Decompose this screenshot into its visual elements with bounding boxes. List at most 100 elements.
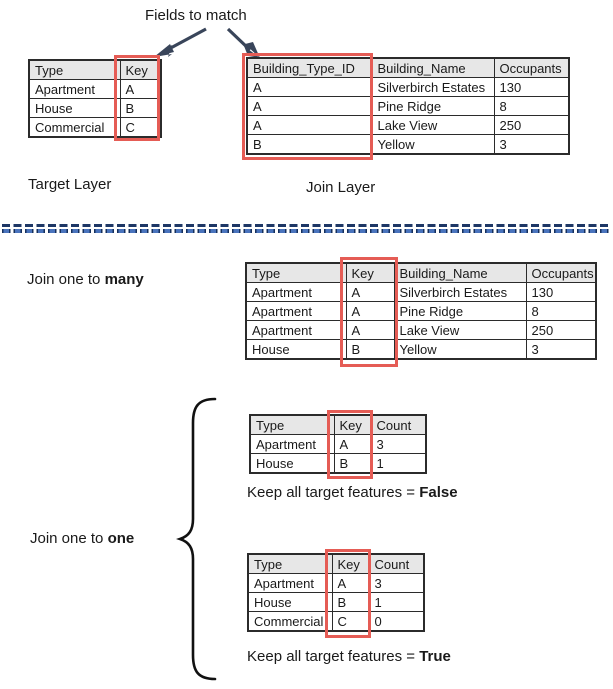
- table-cell: Apartment: [245, 282, 347, 302]
- join-one-to-many-label: Join one to many: [27, 271, 144, 289]
- table-cell: Apartment: [247, 573, 333, 593]
- column-header: Count: [368, 553, 425, 574]
- table-cell: Yellow: [371, 134, 495, 155]
- column-header: Type: [249, 414, 335, 435]
- join-one-to-many-label-prefix: Join one to: [27, 271, 105, 288]
- table-cell: Apartment: [245, 320, 347, 340]
- join-one-to-one-label-prefix: Join one to: [30, 530, 108, 547]
- keep-false-caption: Keep all target features = False: [247, 484, 458, 502]
- table-cell: Apartment: [245, 301, 347, 321]
- table-cell: A: [333, 434, 372, 454]
- fields-to-match-title: Fields to match: [145, 7, 247, 24]
- keep-true-caption: Keep all target features = True: [247, 648, 451, 666]
- table-cell: Lake View: [393, 320, 527, 340]
- section-divider-line: [2, 224, 611, 233]
- table-cell: Silverbirch Estates: [371, 77, 495, 97]
- table-cell: A: [246, 96, 373, 116]
- column-header: Type: [245, 262, 347, 283]
- keep-false-caption-bold: False: [419, 484, 458, 501]
- join-one-to-one-label-bold: one: [107, 530, 135, 547]
- curly-brace-icon: [176, 397, 217, 681]
- target-layer-caption: Target Layer: [28, 176, 112, 193]
- join-layer-caption: Join Layer: [306, 179, 376, 196]
- table-cell: 8: [493, 96, 570, 116]
- keep-false-caption-prefix: Keep all target features =: [247, 484, 420, 501]
- arrow-down-left-icon: [154, 27, 207, 57]
- table-cell: B: [333, 453, 372, 474]
- column-header: Occupants: [525, 262, 597, 283]
- table-cell: 3: [368, 573, 425, 593]
- column-header: Type: [28, 59, 121, 80]
- keep-true-caption-prefix: Keep all target features =: [247, 648, 420, 665]
- table-cell: B: [345, 339, 395, 360]
- table-cell: A: [345, 301, 395, 321]
- table-cell: Commercial: [28, 117, 121, 138]
- column-header: Key: [333, 414, 372, 435]
- table-cell: Pine Ridge: [371, 96, 495, 116]
- table-cell: 0: [368, 611, 425, 632]
- table-cell: B: [331, 592, 370, 612]
- table-cell: 3: [525, 339, 597, 360]
- join-one-to-many-label-bold: many: [104, 271, 144, 288]
- table-cell: 130: [493, 77, 570, 97]
- table-cell: 1: [368, 592, 425, 612]
- column-header: Type: [247, 553, 333, 574]
- table-cell: 130: [525, 282, 597, 302]
- table-cell: Silverbirch Estates: [393, 282, 527, 302]
- table-cell: A: [119, 79, 162, 99]
- table-cell: Commercial: [247, 611, 333, 632]
- table-cell: 3: [493, 134, 570, 155]
- table-cell: House: [247, 592, 333, 612]
- table-cell: C: [119, 117, 162, 138]
- table-cell: House: [28, 98, 121, 118]
- table-cell: A: [345, 282, 395, 302]
- table-cell: Lake View: [371, 115, 495, 135]
- table-cell: 1: [370, 453, 427, 474]
- table-cell: A: [246, 115, 373, 135]
- table-cell: A: [331, 573, 370, 593]
- table-cell: House: [249, 453, 335, 474]
- table-cell: B: [246, 134, 373, 155]
- column-header: Building_Type_ID: [246, 57, 373, 78]
- table-cell: 3: [370, 434, 427, 454]
- table-cell: B: [119, 98, 162, 118]
- keep-true-caption-bold: True: [419, 648, 451, 665]
- table-cell: Apartment: [249, 434, 335, 454]
- column-header: Key: [331, 553, 370, 574]
- column-header: Key: [119, 59, 162, 80]
- column-header: Building_Name: [393, 262, 527, 283]
- table-cell: Apartment: [28, 79, 121, 99]
- arrow-down-right-icon: [226, 27, 260, 58]
- join-one-to-one-label: Join one to one: [30, 530, 134, 548]
- column-header: Count: [370, 414, 427, 435]
- table-cell: A: [246, 77, 373, 97]
- table-cell: 250: [525, 320, 597, 340]
- table-cell: Yellow: [393, 339, 527, 360]
